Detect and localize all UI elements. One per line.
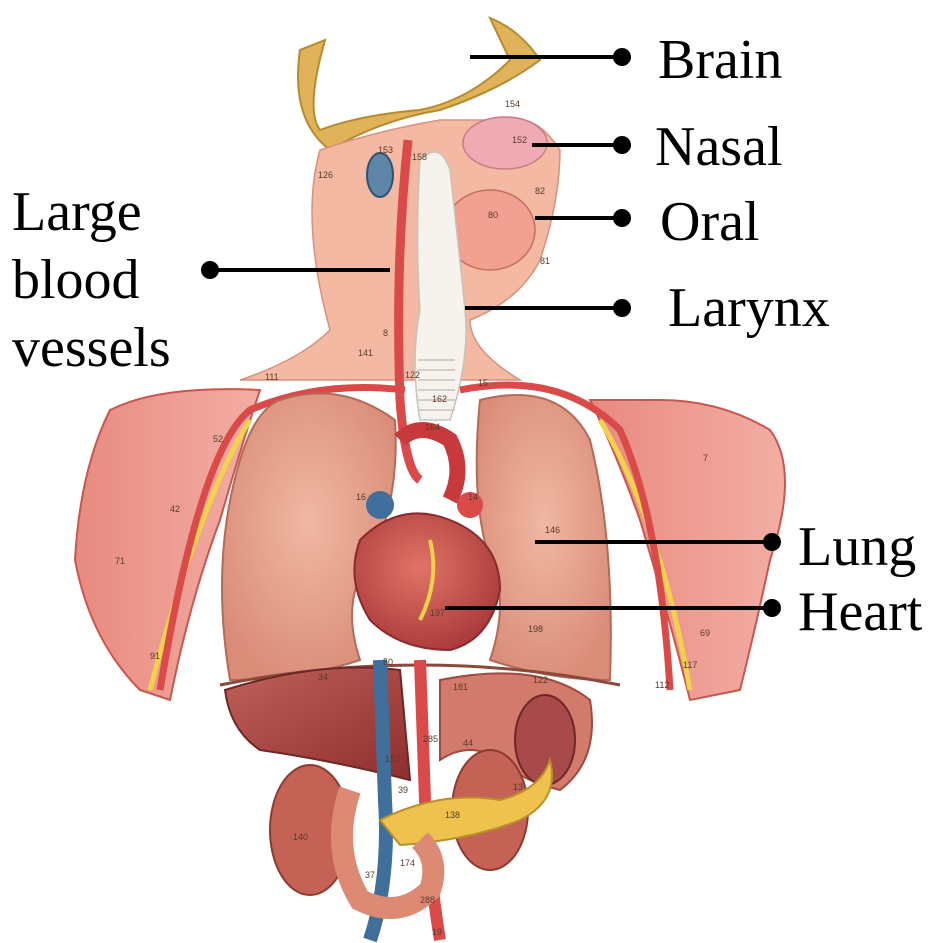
figure-number: 69 xyxy=(700,628,710,638)
figure-number: 117 xyxy=(683,660,697,670)
figure-number: 122 xyxy=(405,370,420,380)
right-arm-muscle xyxy=(590,400,785,700)
figure-number: 141 xyxy=(358,348,373,358)
figure-number: 81 xyxy=(540,256,550,266)
label-large-blood-vessels-3: vessels xyxy=(12,317,171,379)
figure-number: 162 xyxy=(432,394,447,404)
figure-number: 42 xyxy=(170,504,180,514)
figure-number: 288 xyxy=(420,895,435,905)
vessels-callout-dot xyxy=(203,263,217,277)
figure-number: 91 xyxy=(150,651,160,661)
figure-number: 15 xyxy=(478,378,488,388)
larynx-callout-dot xyxy=(615,301,629,315)
figure-number: 112 xyxy=(655,680,669,690)
figure-number: 140 xyxy=(293,832,308,842)
oral-callout-dot xyxy=(615,211,629,225)
figure-number: 126 xyxy=(318,170,333,180)
figure-number: 8 xyxy=(383,328,388,338)
lung-callout-dot xyxy=(765,535,779,549)
right-lung xyxy=(477,395,611,680)
label-large-blood-vessels-2: blood xyxy=(12,249,140,311)
label-larynx: Larynx xyxy=(668,277,830,339)
figure-number: 181 xyxy=(453,682,468,692)
figure-number: 198 xyxy=(528,624,543,634)
figure-number: 154 xyxy=(505,99,520,109)
figure-number: 138 xyxy=(445,810,460,820)
figure-number: 146 xyxy=(545,525,560,535)
label-large-blood-vessels-1: Large xyxy=(12,181,142,243)
brain-callout-dot xyxy=(615,50,629,64)
figure-number: 37 xyxy=(365,870,375,880)
figure-number: 174 xyxy=(400,858,415,868)
figure-number: 152 xyxy=(512,135,527,145)
figure-number: 285 xyxy=(423,734,438,744)
ear xyxy=(367,153,393,197)
figure-number: 164 xyxy=(425,422,440,432)
figure-number: 44 xyxy=(463,738,473,748)
figure-number: 158 xyxy=(412,152,427,162)
figure-number: 16 xyxy=(356,492,366,502)
label-heart: Heart xyxy=(798,581,923,643)
heart-organ xyxy=(354,513,500,650)
figure-number: 7 xyxy=(703,453,708,463)
heart-callout-dot xyxy=(765,601,779,615)
pulmonary-vein xyxy=(366,491,394,519)
figure-number: 50 xyxy=(383,657,393,667)
figure-number: 122 xyxy=(533,675,548,685)
figure-number: 13 xyxy=(513,782,523,792)
figure-number: 14 xyxy=(468,492,478,502)
figure-number: 80 xyxy=(488,210,498,220)
label-brain: Brain xyxy=(658,29,782,91)
figure-number: 153 xyxy=(378,145,393,155)
figure-number: 34 xyxy=(318,672,328,682)
nasal-callout-dot xyxy=(615,138,629,152)
figure-number: 111 xyxy=(265,372,279,382)
figure-number: 19 xyxy=(432,927,442,937)
label-lung: Lung xyxy=(798,516,916,578)
figure-number: 197 xyxy=(430,608,445,618)
figure-number: 187 xyxy=(385,754,400,764)
label-nasal: Nasal xyxy=(655,116,783,178)
figure-number: 71 xyxy=(115,556,125,566)
label-oral: Oral xyxy=(660,191,760,253)
figure-number: 82 xyxy=(535,186,545,196)
figure-number: 52 xyxy=(213,434,223,444)
figure-number: 39 xyxy=(398,785,408,795)
